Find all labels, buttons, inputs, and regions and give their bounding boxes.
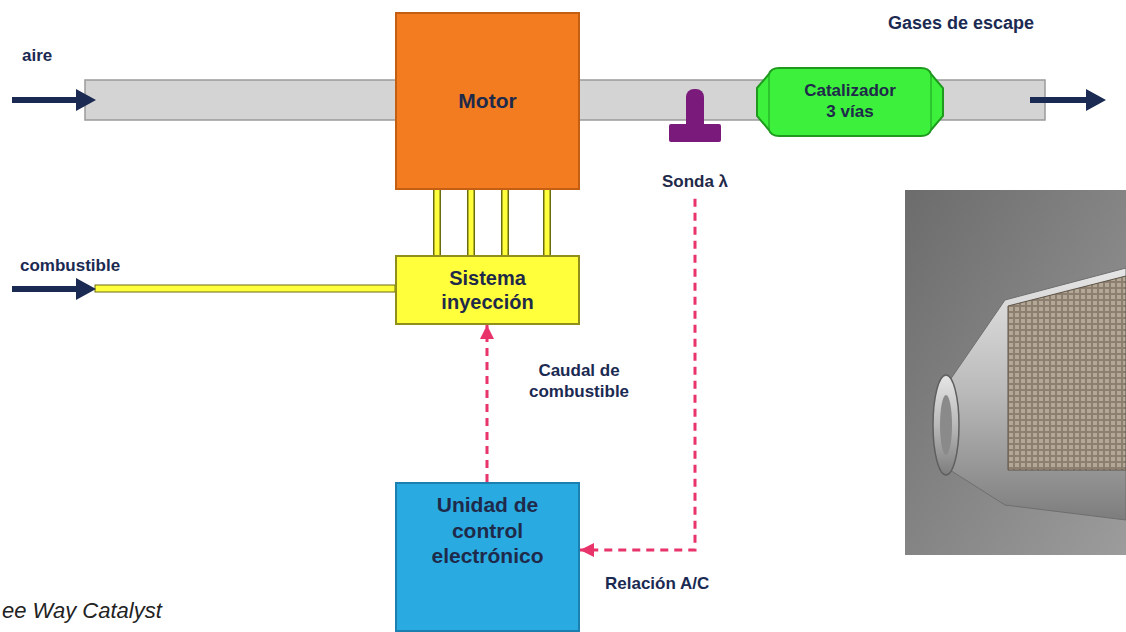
sensor-base (669, 124, 721, 142)
catalyst-seam (769, 74, 931, 130)
control-unit-box: Unidad de control electrónico (395, 482, 580, 632)
exhaust-arrow-shaft (1030, 97, 1090, 103)
signal-label: Relación A/C (603, 573, 711, 594)
connector-outline (543, 190, 551, 255)
node-text-group: Catalizador 3 vías (800, 81, 900, 122)
converter-inlet-hole (940, 395, 952, 455)
sensor-symbol (666, 88, 724, 144)
fuel-arrow-head (76, 278, 96, 300)
caption-fragment: ee Way Catalyst (2, 598, 162, 624)
inlet-label: aire (22, 46, 52, 66)
connector-outline (433, 190, 441, 255)
injector-line (435, 190, 440, 255)
node-label: Motor (458, 88, 516, 114)
fuel-flow-signal (486, 325, 489, 482)
connector-outline (467, 190, 475, 255)
inlet-arrow-head (76, 89, 96, 111)
node-text-group: Sonda λ (662, 172, 728, 193)
catalyst-box: Catalizador 3 vías (755, 66, 945, 138)
node-text-group: Motor (458, 88, 516, 114)
signal-label: Caudal de combustible (497, 360, 661, 403)
node-label: Unidad de control electrónico (413, 492, 563, 569)
injector-line (503, 190, 508, 255)
injector-line (545, 190, 550, 255)
converter-shell (950, 268, 1126, 520)
lambda-sensor: Sonda λ (630, 88, 760, 199)
connector-outline (501, 190, 509, 255)
injection-box: Sistema inyección (395, 255, 580, 325)
engine-box: Motor (395, 12, 580, 190)
catalyst-body (757, 68, 943, 136)
inlet-label: combustible (20, 256, 120, 276)
exhaust-arrow-head (1086, 89, 1106, 111)
inlet-arrow-shaft (12, 97, 80, 103)
node-text-group: Sistema inyección (418, 266, 558, 315)
outlet-label: Gases de escape (888, 13, 1034, 34)
node-label: Sistema inyección (418, 266, 558, 315)
node-text-group: Unidad de control electrónico (413, 492, 563, 569)
node-label: Catalizador 3 vías (800, 81, 900, 122)
injector-line (469, 190, 474, 255)
photo-panel (905, 190, 1126, 555)
fuel-line (95, 285, 395, 292)
fuel-arrow-shaft (12, 286, 80, 292)
converter-honeycomb (1008, 276, 1126, 470)
converter-flange (933, 375, 959, 475)
node-label: Sonda λ (662, 172, 728, 193)
